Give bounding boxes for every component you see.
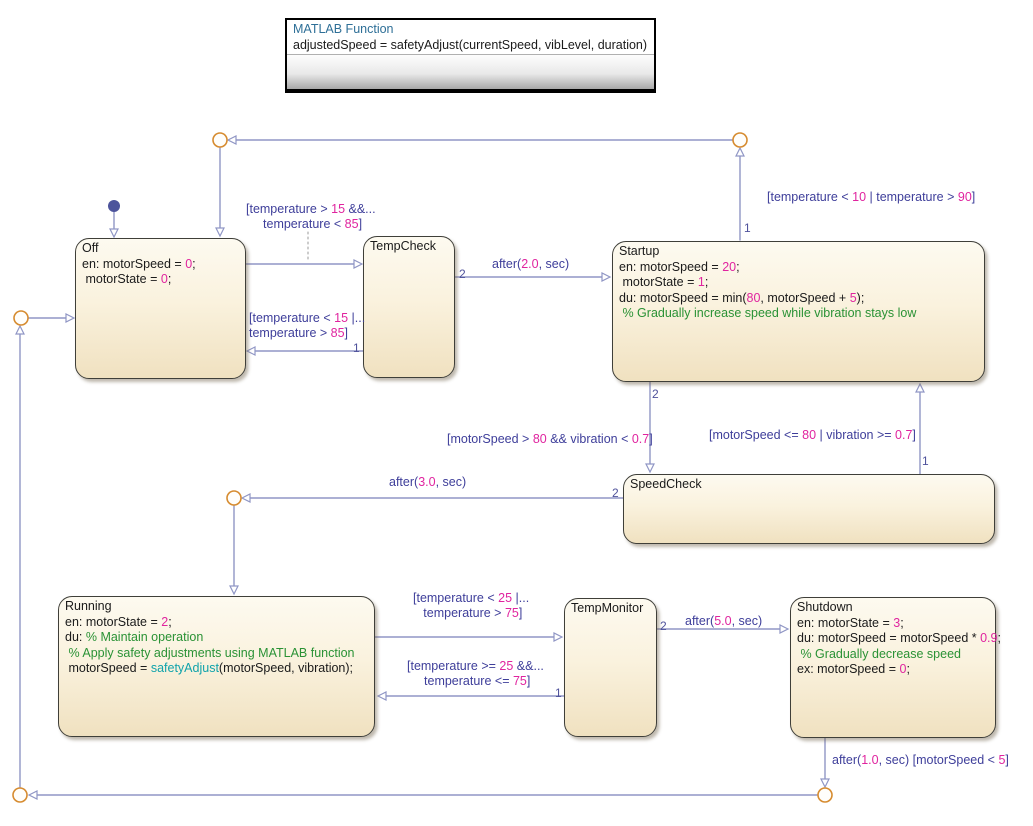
state-startup[interactable]: Startup en: motorSpeed = 20; motorState … — [612, 241, 985, 382]
state-running[interactable]: Running en: motorState = 2;du: % Maintai… — [58, 596, 375, 737]
transition-label-tempmonitor-to-shutdown[interactable]: after(5.0, sec) — [685, 614, 763, 628]
state-title: SpeedCheck — [630, 477, 702, 491]
state-shutdown[interactable]: Shutdown en: motorState = 3;du: motorSpe… — [790, 597, 1001, 738]
matlab-function-signature: adjustedSpeed = safetyAdjust(currentSpee… — [293, 38, 648, 52]
state-body: en: motorSpeed = 0; motorState = 0; — [82, 256, 196, 287]
state-tempcheck[interactable]: TempCheck — [363, 236, 455, 378]
matlab-function-body — [287, 54, 654, 89]
transition-priority-tempmonitor-to-running: 1 — [555, 686, 562, 700]
transition-off-to-tempcheck[interactable] — [245, 231, 357, 265]
transition-label-speedcheck-to-startup[interactable]: [motorSpeed <= 80 | vibration >= 0.7] — [709, 428, 916, 442]
state-title: Off — [82, 241, 99, 255]
arrowhead-icon — [553, 632, 564, 642]
arrowhead-icon — [240, 493, 251, 503]
arrowhead-icon — [820, 778, 830, 789]
state-title: Shutdown — [797, 600, 853, 614]
arrowhead-icon — [779, 624, 790, 634]
state-body: en: motorSpeed = 20; motorState = 1;du: … — [619, 259, 917, 321]
transition-label-running-to-tempmonitor[interactable]: [temperature < 25 |... temperature > 75] — [413, 591, 530, 620]
arrowhead-icon — [915, 382, 925, 393]
arrowhead-icon — [735, 146, 745, 157]
arrowhead-icon — [226, 135, 237, 145]
state-title: TempCheck — [370, 239, 436, 253]
arrowhead-icon — [353, 259, 364, 269]
transition-priority-speedcheck-to-running: 2 — [612, 486, 619, 500]
state-body: en: motorState = 2;du: % Maintain operat… — [65, 614, 355, 676]
matlab-function-block[interactable]: MATLAB Function adjustedSpeed = safetyAd… — [285, 18, 656, 93]
state-title: Startup — [619, 244, 660, 258]
transition-priority-tempcheck-to-startup: 2 — [459, 267, 466, 281]
state-tempmonitor[interactable]: TempMonitor — [564, 598, 657, 737]
junction-left-icon[interactable] — [13, 310, 29, 326]
arrowhead-icon — [15, 324, 25, 335]
matlab-function-title: MATLAB Function — [293, 22, 394, 36]
default-transition-origin-icon[interactable] — [108, 200, 120, 212]
transition-priority-speedcheck-to-startup: 1 — [922, 454, 929, 468]
arrowhead-icon — [27, 790, 38, 800]
arrowhead-icon — [65, 313, 76, 323]
junction-top-left-icon[interactable] — [212, 132, 228, 148]
state-off[interactable]: Off en: motorSpeed = 0; motorState = 0; — [75, 238, 246, 379]
transition-label-startup-to-top-junction[interactable]: [temperature < 10 | temperature > 90] — [767, 190, 976, 204]
arrowhead-icon — [229, 585, 239, 596]
transition-label-speedcheck-to-running[interactable]: after(3.0, sec) — [389, 475, 467, 489]
state-body: en: motorState = 3;du: motorSpeed = moto… — [797, 615, 1001, 677]
transition-label-off-to-tempcheck[interactable]: [temperature > 15 &&... temperature < 85… — [246, 202, 376, 231]
transition-label-shutdown-to-bottom-junction[interactable]: after(1.0, sec) [motorSpeed < 5] — [832, 753, 1009, 767]
transition-label-startup-to-speedcheck[interactable]: [motorSpeed > 80 && vibration < 0.7] — [447, 432, 653, 446]
transition-label-tempmonitor-to-running[interactable]: [temperature >= 25 &&... temperature <= … — [407, 659, 544, 688]
state-title: TempMonitor — [571, 601, 644, 615]
transition-priority-startup-to-junction: 1 — [744, 221, 751, 235]
transition-priority-tempcheck-to-off: 1 — [353, 341, 360, 355]
arrowhead-icon — [645, 463, 655, 474]
arrowhead-icon — [109, 228, 119, 239]
state-title: Running — [65, 599, 112, 613]
junction-bottom-left-icon[interactable] — [12, 787, 28, 803]
junction-top-right-icon[interactable] — [732, 132, 748, 148]
arrowhead-icon — [601, 272, 612, 282]
arrowhead-icon — [245, 346, 256, 356]
transition-label-tempcheck-to-startup[interactable]: after(2.0, sec) — [492, 257, 570, 271]
transition-priority-tempmonitor-to-shutdown: 2 — [660, 619, 667, 633]
arrowhead-icon — [376, 691, 387, 701]
junction-bottom-right-icon[interactable] — [817, 787, 833, 803]
arrowhead-icon — [215, 227, 225, 238]
transition-priority-startup-to-speedcheck: 2 — [652, 387, 659, 401]
junction-mid-icon[interactable] — [226, 490, 242, 506]
transition-label-tempcheck-to-off[interactable]: [temperature < 15 |...temperature > 85] — [249, 311, 366, 340]
state-speedcheck[interactable]: SpeedCheck — [623, 474, 995, 544]
